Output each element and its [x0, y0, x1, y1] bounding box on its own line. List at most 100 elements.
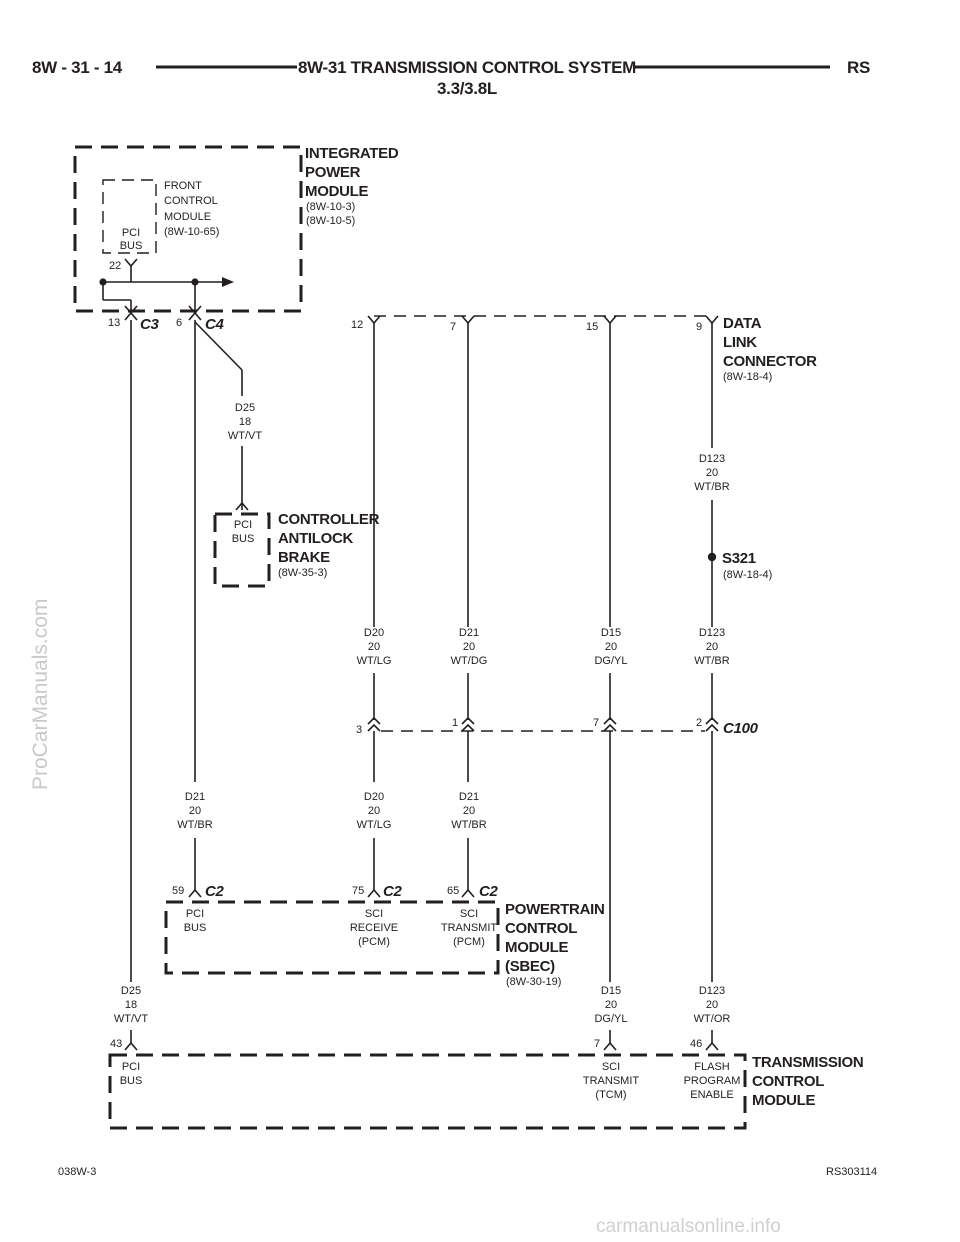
d21-low-label: D21 20 WT/BR: [451, 791, 486, 831]
pcm-pin-59: [188, 888, 202, 898]
wire-label: WT/VT: [114, 1013, 148, 1025]
wire-label: 20: [605, 999, 617, 1011]
cab-title: CONTROLLER ANTILOCK BRAKE (8W-35-3): [278, 511, 380, 579]
wire-label: D21: [459, 791, 479, 803]
d15-low-label: D15 20 DG/YL: [594, 985, 627, 1025]
pcm-c2-name: C2: [383, 883, 403, 900]
pcm-pin-75: [367, 888, 381, 898]
bottom-watermark: carmanualsonline.info: [596, 1216, 781, 1237]
wire-label: WT/BR: [451, 819, 486, 831]
tcm-pin-label: BUS: [120, 1075, 143, 1087]
c100-pin-number: 1: [452, 717, 458, 729]
c4-name: C4: [205, 316, 225, 333]
pcm-title-line: CONTROL: [505, 920, 577, 937]
wire-label: WT/VT: [228, 430, 262, 442]
ipm-title-line: INTEGRATED: [305, 145, 399, 162]
pcm-pin-65: [461, 888, 475, 898]
cab-ref: (8W-35-3): [278, 567, 327, 579]
cab-pin-label: BUS: [232, 533, 255, 545]
wire-label: 20: [605, 641, 617, 653]
dlc-title: DATA LINK CONNECTOR (8W-18-4): [723, 315, 817, 383]
c100-pin-connector: [705, 716, 719, 732]
pcm-pin-number: 75: [352, 885, 364, 897]
wire-label: 20: [706, 641, 718, 653]
tcm-pin-label: PROGRAM: [684, 1075, 741, 1087]
wire-label: WT/LG: [357, 655, 392, 667]
dlc-pin-number: 9: [696, 321, 702, 333]
pcm-title-line: MODULE: [505, 939, 568, 956]
wire-label: D123: [699, 627, 725, 639]
c100-pin-number: 3: [356, 724, 362, 736]
tcm-title: TRANSMISSION CONTROL MODULE: [752, 1054, 864, 1109]
tcm-pin-label: TRANSMIT: [583, 1075, 640, 1087]
dlc-pin-12: [367, 315, 381, 325]
fcm-label-line: (8W-10-65): [164, 226, 219, 238]
page-header: 8W - 31 - 14 8W-31 TRANSMISSION CONTROL …: [32, 58, 870, 98]
ipm-title: INTEGRATED POWER MODULE (8W-10-3) (8W-10…: [305, 145, 399, 227]
wire-label: WT/BR: [177, 819, 212, 831]
pcm-c2-name: C2: [479, 883, 499, 900]
c100-pin-connector: [461, 716, 475, 732]
dlc-ref: (8W-18-4): [723, 371, 772, 383]
tcm-pin-number: 7: [594, 1038, 600, 1050]
pcm-title: POWERTRAIN CONTROL MODULE (SBEC) (8W-30-…: [505, 901, 605, 988]
pcm-c2-name: C2: [205, 883, 225, 900]
c100-pin-connector: [367, 716, 381, 732]
c100-name: C100: [723, 720, 759, 737]
tcm-pin-7: [603, 1041, 617, 1051]
dlc-pin-number: 15: [586, 321, 598, 333]
d21-left-label: D21 20 WT/BR: [177, 791, 212, 831]
wire-label: DG/YL: [594, 655, 627, 667]
splice-s321-name: S321: [722, 550, 756, 567]
wire-label: D15: [601, 627, 621, 639]
tcm-box: [108, 1053, 747, 1130]
wire-label: D123: [699, 453, 725, 465]
tcm-pin-label: (TCM): [595, 1089, 626, 1101]
dlc-pin-number: 7: [450, 321, 456, 333]
fcm-pin-number: 22: [109, 260, 121, 272]
c4-connector: [188, 311, 202, 321]
fcm-label-line: FRONT: [164, 180, 202, 192]
pcm-pin-label: (PCM): [453, 936, 485, 948]
fcm-label-line: MODULE: [164, 211, 211, 223]
tcm-title-line: MODULE: [752, 1092, 815, 1109]
tcm-pin-label: FLASH: [694, 1061, 730, 1073]
pcm-pin-number: 65: [447, 885, 459, 897]
tcm-pin-43: [124, 1041, 138, 1051]
document-code: RS303114: [826, 1166, 877, 1178]
cab-title-line: BRAKE: [278, 549, 330, 566]
fcm-label: FRONT CONTROL MODULE (8W-10-65) PCI BUS …: [109, 180, 219, 272]
pcm-pin-label: RECEIVE: [350, 922, 398, 934]
ipm-title-line: POWER: [305, 164, 361, 181]
fcm-pin-label: BUS: [120, 240, 143, 252]
tcm-pin-46: [705, 1041, 719, 1051]
wire-label: WT/LG: [357, 819, 392, 831]
tcm-pin-number: 43: [110, 1038, 122, 1050]
pcm-ref: (8W-30-19): [506, 976, 561, 988]
wire-label: D20: [364, 791, 384, 803]
c100-connectors: [367, 716, 719, 732]
wire-label: 20: [706, 467, 718, 479]
page-subtitle: 3.3/3.8L: [437, 79, 497, 98]
wire-label: D25: [235, 402, 255, 414]
fcm-label-line: CONTROL: [164, 195, 218, 207]
wire-label: D15: [601, 985, 621, 997]
ipm-ref: (8W-10-5): [306, 215, 355, 227]
pcm-title-line: POWERTRAIN: [505, 901, 605, 918]
c100-pin-number: 7: [593, 717, 599, 729]
pcm-pin-number: 59: [172, 885, 184, 897]
cab-title-line: ANTILOCK: [278, 530, 354, 547]
d20-mid-label: D20 20 WT/LG: [357, 627, 392, 667]
dlc-pin-15: [603, 315, 617, 325]
ipm-title-line: MODULE: [305, 183, 368, 200]
c3-name: C3: [140, 316, 160, 333]
tcm-pin-number: 46: [690, 1038, 702, 1050]
c3-pin-number: 13: [108, 317, 120, 329]
splice-s321-ref: (8W-18-4): [723, 569, 772, 581]
wire-label: 20: [463, 805, 475, 817]
dlc-pin-number: 12: [351, 319, 363, 331]
bus-arrow-icon: [222, 277, 234, 287]
c100-pin-connector: [603, 716, 617, 732]
pcm-pin-label: (PCM): [358, 936, 390, 948]
